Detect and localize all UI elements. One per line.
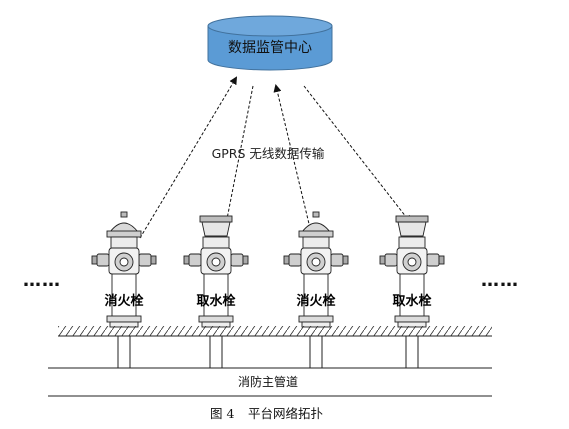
ground-line [58, 326, 492, 337]
arrow-to-hydrant-2 [223, 85, 254, 226]
hydrant-row: 消火栓 取水栓 消火栓 取水栓 [91, 211, 445, 328]
pipe-network [48, 336, 492, 397]
arrow-to-center-1 [139, 76, 238, 239]
caption-number: 图 4 [210, 406, 234, 421]
main-pipe-label: 消防主管道 [238, 374, 298, 389]
data-center-cylinder: 数据监管中心 [207, 15, 333, 71]
hydrant-label: 消火栓 [296, 293, 335, 309]
hydrant-label: 消火栓 [104, 293, 143, 309]
data-center-label: 数据监管中心 [228, 40, 312, 56]
hydrant-1: 消火栓 [91, 211, 157, 328]
ellipsis-left: …… [23, 270, 61, 291]
hydrant-label: 取水栓 [392, 293, 431, 309]
arrow-to-hydrant-4 [303, 85, 412, 224]
gprs-link-label: GPRS 无线数据传输 [212, 146, 325, 161]
gprs-arrows [139, 76, 412, 239]
figure-caption: 图 4 平台网络拓扑 [210, 406, 324, 421]
hydrant-3: 消火栓 [283, 211, 349, 328]
arrow-to-center-3 [273, 84, 311, 229]
caption-title: 平台网络拓扑 [248, 406, 324, 421]
hydrant-4: 取水栓 [379, 215, 445, 328]
hydrant-2: 取水栓 [183, 215, 249, 328]
hydrant-label: 取水栓 [196, 293, 235, 309]
ellipsis-right: …… [481, 270, 519, 291]
